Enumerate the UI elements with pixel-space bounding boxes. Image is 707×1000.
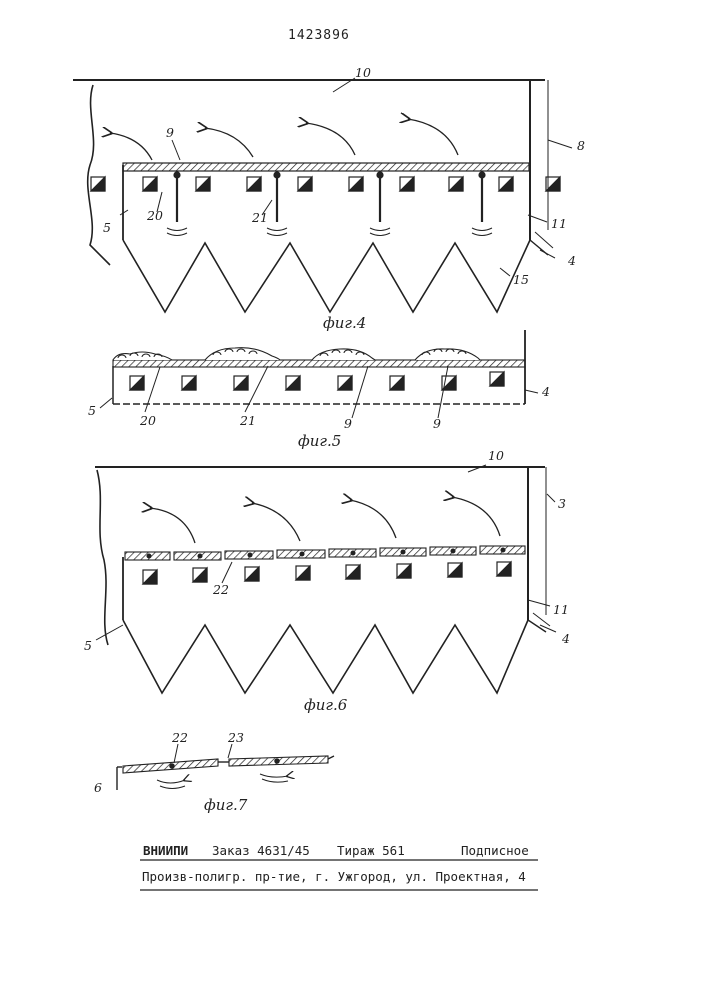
fig5-label-9b: 9 [433, 416, 441, 431]
figure-7 [117, 744, 334, 790]
fig6-caption: фиг.6 [304, 696, 348, 714]
fig4-label-11: 11 [551, 216, 567, 231]
fig4-label-9: 9 [166, 125, 174, 140]
fig7-label-22: 22 [171, 730, 188, 745]
fig5-air-boxes [130, 372, 504, 390]
fig7-caption: фиг.7 [204, 796, 248, 814]
fig4-grate [123, 163, 529, 171]
fig6-label-22: 22 [212, 582, 229, 597]
fig4-label-20: 20 [146, 208, 163, 223]
fig5-grate [113, 360, 525, 367]
fig4-zigzag-bottom [123, 240, 530, 312]
fig6-zigzag-bottom [123, 620, 528, 693]
fig7-label-6: 6 [94, 780, 102, 795]
fig5-leader-lines [100, 366, 538, 418]
fig4-label-10: 10 [355, 65, 371, 80]
fig4-label-4: 4 [567, 253, 576, 268]
fig5-label-4: 4 [541, 384, 550, 399]
fig4-label-15: 15 [513, 272, 529, 287]
fig6-left-wall [97, 470, 108, 645]
fig4-label-5: 5 [103, 220, 111, 235]
fig4-label-8: 8 [577, 138, 585, 153]
fig5-labels: 4 5 20 21 9 9 [88, 384, 550, 431]
figure-6 [95, 465, 556, 693]
fig5-label-9a: 9 [344, 416, 352, 431]
fig5-label-20: 20 [139, 413, 156, 428]
fig6-tilting-plates [125, 546, 525, 560]
fig6-air-boxes [143, 562, 511, 584]
fig4-airflow-arrows [110, 119, 458, 160]
fig4-left-wall [88, 85, 110, 265]
fig6-airflow-arrows [150, 497, 500, 543]
footer-order: Заказ 4631/45 [212, 843, 310, 858]
footer-subscription: Подписное [461, 843, 529, 858]
fig6-label-10: 10 [488, 448, 504, 463]
fig4-label-21: 21 [251, 210, 268, 225]
footer-print-run: Тираж 561 [337, 843, 405, 858]
fig6-label-11: 11 [553, 602, 569, 617]
fig6-label-4: 4 [561, 631, 570, 646]
fig5-material-piles [113, 348, 480, 360]
figure-4 [73, 78, 572, 312]
fig5-label-5: 5 [88, 403, 96, 418]
fig7-tilted-plates [123, 756, 328, 773]
figure-5 [100, 330, 538, 418]
fig4-air-boxes [91, 177, 560, 191]
fig5-caption: фиг.5 [298, 432, 341, 450]
footer-org: ВНИИПИ [143, 843, 188, 858]
fig4-vibrator-rods [175, 171, 485, 222]
footer-address: Произв-полигр. пр-тие, г. Ужгород, ул. П… [142, 869, 526, 884]
fig7-label-23: 23 [227, 730, 244, 745]
fig7-oscillation-arrows [157, 774, 288, 789]
fig6-label-5: 5 [84, 638, 92, 653]
fig5-label-21: 21 [239, 413, 256, 428]
fig4-caption: фиг.4 [323, 314, 366, 332]
fig4-oscillation-marks [167, 228, 492, 236]
fig6-label-3: 3 [558, 496, 566, 511]
